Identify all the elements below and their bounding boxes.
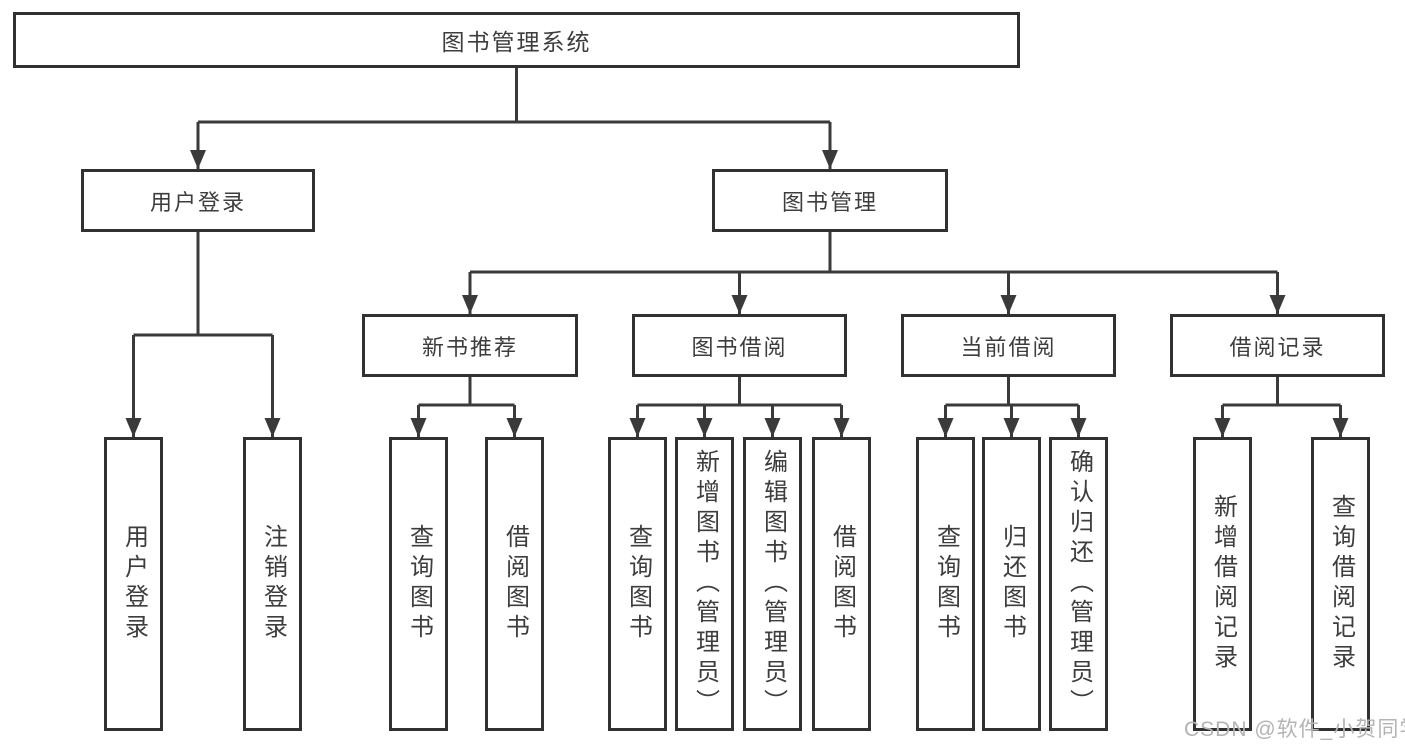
node-user-login: 用户登录 xyxy=(81,169,315,232)
leaf-borrow-query-books: 查询图书 xyxy=(608,437,667,731)
leaf-borrow-add-books-admin: 新增图书（管理员） xyxy=(675,437,734,731)
leaf-current-query-books: 查询图书 xyxy=(916,437,975,731)
leaf-borrow-edit-books-admin: 编辑图书（管理员） xyxy=(743,437,802,731)
csdn-watermark: CSDN @软件_小贺同学 xyxy=(1184,718,1405,741)
node-book-borrow: 图书借阅 xyxy=(632,314,847,377)
leaf-newbook-query-books: 查询图书 xyxy=(389,437,448,731)
node-current-borrow: 当前借阅 xyxy=(901,314,1116,377)
node-book-management: 图书管理 xyxy=(712,169,948,232)
leaf-newbook-borrow-books: 借阅图书 xyxy=(485,437,544,731)
leaf-current-return-books: 归还图书 xyxy=(982,437,1041,731)
leaf-records-query-record: 查询借阅记录 xyxy=(1311,437,1370,731)
leaf-user-login: 用户登录 xyxy=(104,437,163,731)
node-library-management-system: 图书管理系统 xyxy=(13,12,1020,68)
leaf-logout: 注销登录 xyxy=(243,437,302,731)
tree-edges xyxy=(132,68,1342,437)
node-borrow-records: 借阅记录 xyxy=(1170,314,1385,377)
leaf-current-confirm-return-admin: 确认归还（管理员） xyxy=(1049,437,1108,731)
node-new-book-recommend: 新书推荐 xyxy=(362,314,578,377)
leaf-borrow-borrow-books: 借阅图书 xyxy=(812,437,871,731)
leaf-records-add-record: 新增借阅记录 xyxy=(1193,437,1252,731)
